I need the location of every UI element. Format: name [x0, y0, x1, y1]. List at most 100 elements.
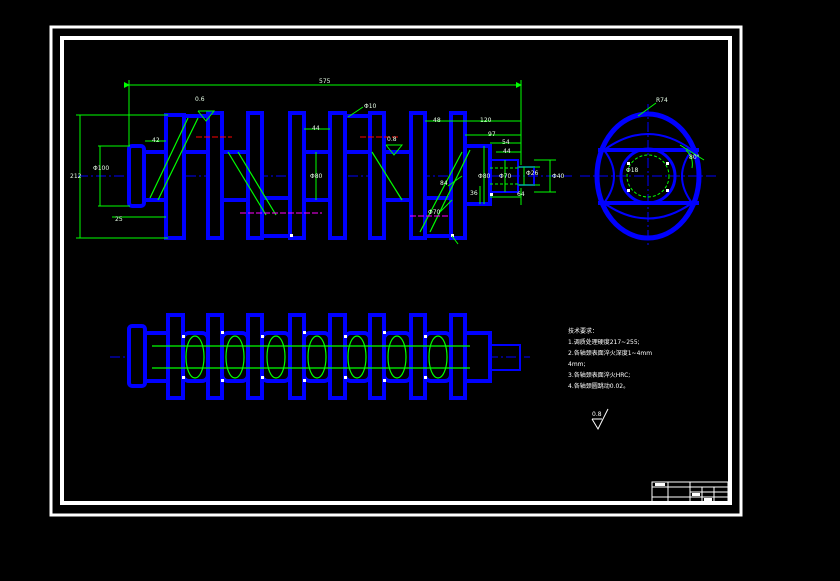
leader-line-10 [347, 106, 364, 118]
web-diagonal-line [157, 117, 199, 201]
rear-spigot [489, 344, 521, 371]
fillet-mark [344, 376, 347, 379]
fillet-mark [424, 335, 427, 338]
roughness-symbol-icon [197, 110, 216, 122]
oil-hole-outline [225, 335, 245, 379]
counterweight-curve [603, 202, 693, 220]
crank-web-7 [409, 111, 427, 240]
crank-web [409, 313, 427, 400]
crankpin-2 [260, 196, 292, 238]
crank-web-4 [288, 111, 306, 240]
oil-hole-outline [185, 335, 205, 379]
title-block [651, 481, 729, 503]
crank-web-6 [368, 111, 386, 240]
bottom-view [110, 313, 530, 400]
oil-hole-outline [387, 335, 407, 379]
dim-dia-10: Φ10 [364, 103, 377, 110]
fillet-mark [383, 379, 386, 382]
dim-len-25: 25 [115, 216, 123, 223]
roughness-value-left: 0.6 [195, 96, 205, 103]
fillet-mark [303, 331, 306, 334]
left-flange [127, 324, 147, 388]
crank-web-2 [206, 111, 224, 240]
roughness-symbol-icon [385, 144, 404, 156]
oil-hole-outline [307, 335, 327, 379]
left-flange [127, 144, 146, 208]
inner-frame [60, 36, 732, 505]
fillet-mark [383, 331, 386, 334]
fillet-mark [221, 379, 224, 382]
crankpin-3 [343, 114, 372, 154]
bolt-hole-mark [627, 162, 630, 165]
dim-dia-40: Φ40 [552, 173, 565, 180]
fillet-mark [182, 376, 185, 379]
dim-dia-bore: Φ18 [626, 167, 639, 174]
journal-segment [260, 331, 292, 383]
dim-len-48: 48 [433, 117, 441, 124]
roughness-symbol-icon [591, 408, 609, 431]
roughness-value-general: 0.8 [592, 411, 602, 418]
dim-len-36: 36 [470, 190, 478, 197]
dim-height-212: 212 [70, 173, 82, 180]
crank-web [166, 313, 185, 400]
dim-len-84: 84 [440, 180, 448, 187]
crank-web-3 [246, 111, 264, 240]
roughness-value-mid: 0.8 [387, 136, 397, 143]
fillet-mark [182, 335, 185, 338]
counterweight-curve [603, 133, 693, 151]
title-block-fill [692, 493, 700, 496]
dim-dia-70: Φ70 [499, 173, 512, 180]
requirement-line: 2.各轴颈表面淬火深度1~4mm [568, 349, 652, 357]
angle-dim-arc [685, 149, 693, 169]
web-outline [594, 111, 702, 241]
dim-len-54: 54 [502, 139, 510, 146]
leader-line-84 [447, 175, 463, 187]
dim-len-42: 42 [152, 137, 160, 144]
dim-dia-70-lower: Φ70 [428, 209, 441, 216]
dim-dia-100: Φ100 [93, 165, 109, 172]
crankpin-4 [423, 196, 453, 238]
dim-len-64: 64 [517, 191, 525, 198]
bore-circle [626, 154, 670, 198]
web-side-curve [603, 149, 615, 204]
crank-web [288, 313, 306, 400]
dim-angle: 80° [689, 154, 700, 161]
leader-line-radius [637, 102, 657, 117]
technical-requirements: 技术要求： 1.调质处理硬度217~255; 2.各轴颈表面淬火深度1~4mm … [568, 327, 652, 390]
crank-web [246, 313, 264, 400]
title-block-fill [704, 498, 712, 501]
web-diagonal-line [237, 151, 277, 216]
dim-radius: R74 [656, 97, 668, 104]
bolt-hole-mark [666, 189, 669, 192]
dim-dia-26: Φ26 [526, 170, 539, 177]
dim-len-44: 44 [312, 125, 320, 132]
main-journal-2 [220, 150, 250, 202]
angle-dim-line [679, 144, 705, 161]
oil-hole-outline [347, 335, 367, 379]
fillet-mark [261, 335, 264, 338]
crank-web [206, 313, 224, 400]
web-diagonal-line [149, 117, 189, 199]
requirements-heading: 技术要求： [568, 327, 598, 335]
fillet-mark [344, 335, 347, 338]
requirement-line: 3.各轴颈表面淬火HRC; [568, 371, 630, 379]
side-view: Φ18 R74 80° [580, 97, 716, 248]
crank-web-1 [164, 113, 186, 240]
edge-mark [290, 234, 293, 237]
edge-mark [490, 193, 493, 196]
fillet-mark [424, 376, 427, 379]
leader-line [451, 235, 459, 245]
oil-hole-outline [428, 335, 448, 379]
requirement-line: 1.调质处理硬度217~255; [568, 338, 640, 346]
front-view-dimensions: 575 212 Φ100 25 42 44 Φ10 48 120 97 [70, 78, 565, 245]
fillet-mark [221, 331, 224, 334]
web-diagonal-line [227, 151, 267, 216]
dim-overall-length: 575 [319, 78, 331, 85]
crank-web-5 [328, 111, 347, 240]
dim-len-97: 97 [488, 131, 496, 138]
bolt-hole-mark [627, 189, 630, 192]
web-diagonal-line [419, 151, 463, 233]
crank-web [449, 313, 467, 400]
web-diagonal-line [371, 151, 403, 201]
